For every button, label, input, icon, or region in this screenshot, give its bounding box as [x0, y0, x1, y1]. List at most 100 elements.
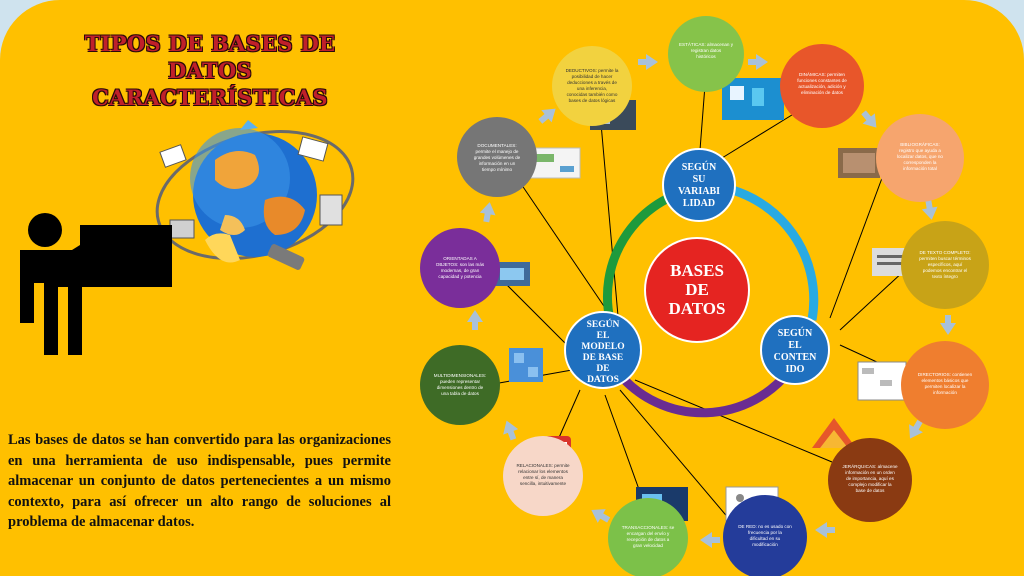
- node-transaccionales: [608, 498, 688, 576]
- node-deductivos: [552, 46, 632, 126]
- hub-line: SU: [693, 174, 706, 185]
- center-line: DE: [685, 280, 709, 299]
- node-label-jerarquicas: base de datos: [856, 488, 886, 493]
- node-label-deductivos: una inferencia,: [577, 86, 607, 91]
- node-label-documentales: grandes volúmenes de: [474, 155, 521, 160]
- node-label-estaticas: ESTÁTICAS: almacenan y: [679, 41, 734, 47]
- node-label-de-red: frecuencia por la: [748, 530, 782, 535]
- node-directorios: [901, 341, 989, 429]
- node-label-orientadas-objetos: OBJETOS: son las más: [436, 262, 485, 267]
- node-label-bibliograficas: BIBLIOGRÁFICAS:: [900, 141, 940, 147]
- node-label-relacionales: RELACIONALES: permite: [516, 463, 570, 468]
- description-text: Las bases de datos se han convertido par…: [8, 432, 391, 530]
- node-texto-completo: [901, 221, 989, 309]
- node-label-documentales: DOCUMENTALES:: [477, 143, 516, 148]
- node-label-jerarquicas: información en un orden: [845, 470, 895, 475]
- hub-line: DE: [596, 364, 609, 374]
- node-label-dinamicas: eliminación de datos: [801, 90, 844, 95]
- node-documentales: [457, 117, 537, 197]
- node-label-relacionales: sencilla, intuitivamente: [520, 481, 567, 486]
- title-line-1: TIPOS DE BASES DE DATOS: [84, 31, 336, 83]
- node-label-texto-completo: DE TEXTO COMPLETO:: [919, 250, 970, 255]
- ring-arrows: [467, 54, 956, 548]
- hub-contenido: [760, 315, 830, 385]
- hub-line: VARIABI: [678, 186, 720, 197]
- node-label-texto-completo: específicos, aquí: [928, 262, 963, 267]
- hub-variabilidad-label: SEGÚN SU VARIABI LIDAD: [678, 161, 720, 209]
- node-label-deductivos: bases de datos lógicas: [569, 98, 616, 103]
- node-label-dinamicas: actualización, adición y: [798, 84, 846, 89]
- node-label-dinamicas: funciones constantes de: [797, 78, 847, 83]
- globe-icon: [155, 120, 355, 270]
- node-label-de-red: modificación: [752, 542, 778, 547]
- node-label-relacionales: entre sí, de manera: [523, 475, 563, 480]
- center-node: [644, 237, 750, 343]
- node-dinamicas: [780, 44, 864, 128]
- center-line: DATOS: [668, 299, 725, 318]
- node-estaticas: [668, 16, 744, 92]
- node-label-bibliograficas: información total: [903, 166, 937, 171]
- node-label-orientadas-objetos: capacidad y potencia: [438, 274, 482, 279]
- center-label: BASES DE DATOS: [668, 261, 725, 318]
- node-multidimensionales: [420, 345, 500, 425]
- node-label-deductivos: posibilidad de hacer: [572, 74, 613, 79]
- node-label-transaccionales: recepción de datos a: [627, 537, 670, 542]
- node-bibliograficas: [876, 114, 964, 202]
- node-de-red: [723, 495, 807, 576]
- hub-line: IDO: [786, 364, 805, 375]
- node-label-transaccionales: gran velocidad: [633, 543, 663, 548]
- hub-line: MODELO: [581, 342, 624, 352]
- node-label-orientadas-objetos: modernas, de gran: [441, 268, 480, 273]
- hub-line: SEGÚN: [778, 327, 813, 339]
- node-label-multidimensionales: una tabla de datos: [441, 391, 480, 396]
- hub-modelo: [564, 311, 642, 389]
- node-label-directorios: información: [933, 390, 957, 395]
- hub-line: EL: [788, 340, 802, 351]
- node-label-directorios: permiten localizar la: [925, 384, 966, 389]
- node-label-texto-completo: podemos encontrar el: [923, 268, 967, 273]
- hub-line: SEGÚN: [682, 161, 717, 173]
- node-label-bibliograficas: localizar datos, que no: [897, 154, 943, 159]
- hub-variabilidad: [662, 148, 736, 222]
- node-label-texto-completo: permiten buscar términos: [919, 256, 972, 261]
- hub-line: LIDAD: [683, 198, 715, 209]
- hub-line: CONTEN: [774, 352, 818, 363]
- node-jerarquicas: [828, 438, 912, 522]
- node-label-deductivos: conocidas también como: [567, 92, 618, 97]
- node-label-de-red: dificultad en su: [750, 536, 781, 541]
- title-line-2: CARACTERÍSTICAS: [92, 85, 328, 110]
- node-label-documentales: tiempo mínimo: [482, 167, 513, 172]
- node-orientadas-objetos: [420, 228, 500, 308]
- outer-nodes: [420, 16, 989, 576]
- node-label-documentales: permite el manejo de: [476, 149, 519, 154]
- hub-line: DE BASE: [583, 353, 623, 363]
- node-label-directorios: DIRECTORIOS: contienen: [918, 372, 973, 377]
- node-label-bibliograficas: registro que ayuda a: [899, 148, 941, 153]
- node-label-jerarquicas: complejo modificar la: [848, 482, 892, 487]
- page-title: TIPOS DE BASES DE DATOS CARACTERÍSTICAS: [40, 30, 380, 111]
- node-label-transaccionales: TRANSACCIONALES: se: [622, 525, 675, 530]
- hub-contenido-label: SEGÚN EL CONTEN IDO: [774, 327, 818, 375]
- node-label-dinamicas: DINÁMICAS: permiten: [799, 71, 845, 77]
- node-label-transaccionales: encargan del envío y: [627, 531, 670, 536]
- node-label-multidimensionales: pueden representar: [440, 379, 481, 384]
- node-relacionales: [503, 436, 583, 516]
- node-label-bibliograficas: corresponden la: [904, 160, 937, 165]
- node-label-directorios: elementos básicos que: [922, 378, 969, 383]
- hub-modelo-label: SEGÚN EL MODELO DE BASE DE DATOS: [581, 318, 624, 385]
- node-label-de-red: DE RED: no es usado con: [738, 524, 792, 529]
- node-label-estaticas: históricos: [696, 54, 716, 59]
- node-label-documentales: información en un: [479, 161, 516, 166]
- node-label-multidimensionales: dimensiones dentro de: [437, 385, 484, 390]
- node-label-deductivos: deducciones a través de: [567, 80, 617, 85]
- center-line: BASES: [670, 261, 724, 280]
- node-label-jerarquicas: de importancia, aquí es: [846, 476, 894, 481]
- hub-line: SEGÚN: [587, 318, 620, 330]
- node-label-texto-completo: texto íntegro: [932, 274, 958, 279]
- node-label-multidimensionales: MULTIDIMENSIONALES:: [434, 373, 487, 378]
- node-label-estaticas: registran datos: [691, 48, 722, 53]
- hub-line: DATOS: [587, 375, 619, 385]
